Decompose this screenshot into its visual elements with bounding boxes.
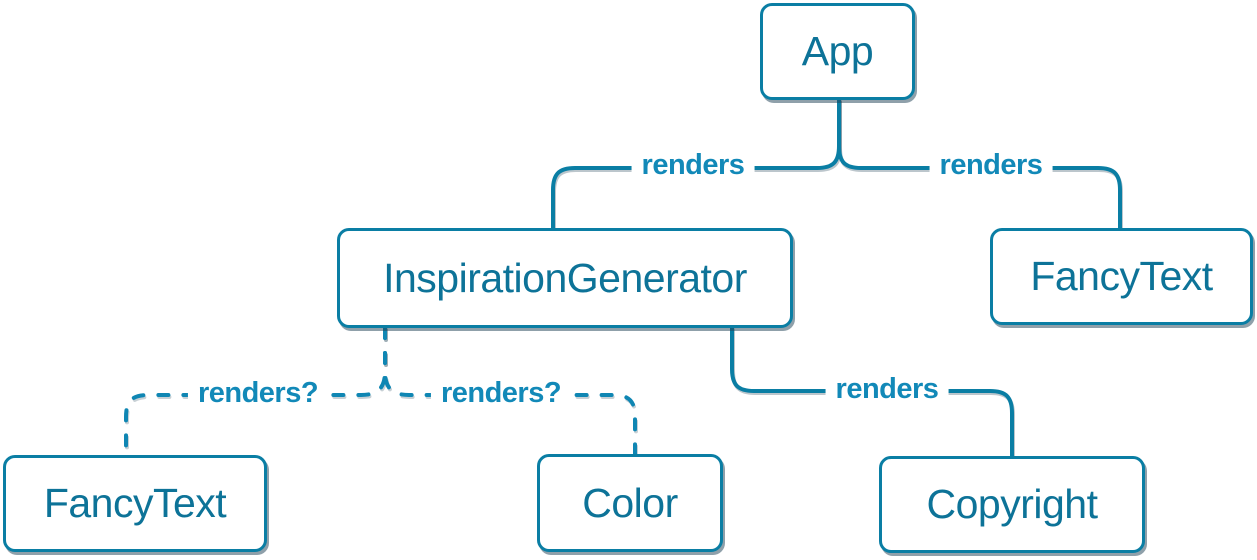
node-app: App [760, 3, 915, 100]
node-fancy-text-top-label: FancyText [1030, 253, 1213, 299]
edge-label-renders-question-left: renders? [187, 377, 329, 411]
node-fancy-text-bottom: FancyText [3, 455, 267, 552]
edge-label-renders-middle: renders [825, 373, 949, 407]
node-inspiration-generator: InspirationGenerator [337, 228, 793, 328]
edge-label-renders-left: renders [631, 149, 755, 183]
node-app-label: App [801, 28, 874, 74]
node-color: Color [537, 454, 723, 552]
edge-label-renders-right: renders [929, 149, 1053, 183]
edge-label-renders-question-right: renders? [430, 377, 572, 411]
node-fancy-text-top: FancyText [990, 228, 1253, 325]
node-copyright: Copyright [879, 456, 1145, 553]
node-color-label: Color [582, 479, 678, 526]
node-fancy-text-bottom-label: FancyText [43, 480, 227, 526]
node-inspiration-generator-label: InspirationGenerator [383, 254, 747, 301]
node-copyright-label: Copyright [926, 481, 1098, 527]
edge-inspiration-generator-to-fancy-text [124, 326, 387, 457]
